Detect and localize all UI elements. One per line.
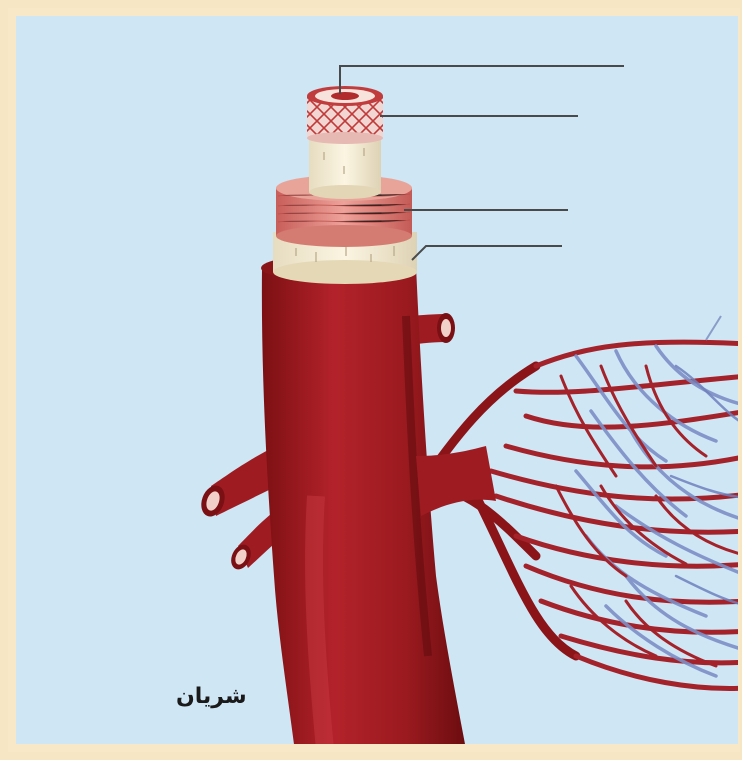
capillary-leader: [706, 316, 721, 340]
outer-layer-leader: [412, 246, 562, 260]
capillary-network: [421, 342, 738, 688]
artery-diagram: [16, 16, 738, 744]
inner-elastic-layer: [307, 86, 383, 144]
figure-caption: شريان: [176, 684, 247, 709]
endothelium-leader: [340, 66, 624, 94]
figure-panel: [16, 16, 738, 744]
